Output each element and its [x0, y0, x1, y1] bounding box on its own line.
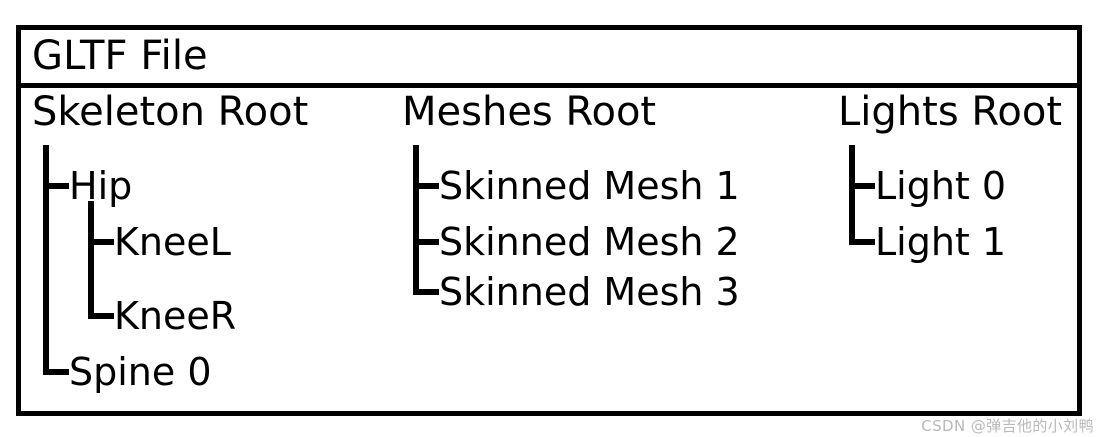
tree-column-skeleton: Skeleton Root Hip KneeL KneeR Spine 0 — [32, 88, 412, 411]
column-heading-lights: Lights Root — [838, 89, 1063, 135]
tree-tick-kneer — [88, 313, 114, 319]
tree-node-skinned-mesh-1[interactable]: Skinned Mesh 1 — [439, 164, 740, 208]
gltf-file-title-band: GLTF File — [21, 30, 1077, 88]
tree-tick-hip — [43, 183, 69, 189]
tree-node-kneer[interactable]: KneeR — [114, 294, 237, 338]
tree-column-meshes: Meshes Root Skinned Mesh 1 Skinned Mesh … — [402, 88, 832, 411]
tree-body: Skeleton Root Hip KneeL KneeR Spine 0 Me… — [21, 88, 1077, 411]
tree-node-light-1[interactable]: Light 1 — [875, 220, 1007, 264]
tree-tick-spine0 — [43, 369, 69, 375]
column-heading-skeleton: Skeleton Root — [32, 89, 309, 135]
tree-node-spine-0[interactable]: Spine 0 — [69, 350, 212, 394]
tree-tick-kneel — [88, 239, 114, 245]
tree-node-kneel[interactable]: KneeL — [114, 220, 231, 264]
tree-column-lights: Lights Root Light 0 Light 1 — [838, 88, 1078, 411]
tree-node-skinned-mesh-2[interactable]: Skinned Mesh 2 — [439, 220, 740, 264]
tree-tick-skinned-mesh-3 — [413, 289, 439, 295]
tree-tick-skinned-mesh-1 — [413, 183, 439, 189]
tree-node-light-0[interactable]: Light 0 — [875, 164, 1007, 208]
csdn-watermark: CSDN @弹吉他的小刘鸭 — [921, 417, 1094, 435]
tree-trunk-lights-root — [849, 145, 855, 245]
tree-tick-light-0 — [849, 183, 875, 189]
tree-tick-light-1 — [849, 239, 875, 245]
column-heading-meshes: Meshes Root — [402, 89, 657, 135]
tree-node-skinned-mesh-3[interactable]: Skinned Mesh 3 — [439, 270, 740, 314]
tree-node-hip[interactable]: Hip — [69, 164, 133, 208]
tree-tick-skinned-mesh-2 — [413, 239, 439, 245]
tree-trunk-hip — [88, 201, 94, 319]
tree-trunk-meshes-root — [413, 145, 419, 295]
gltf-file-box: GLTF File Skeleton Root Hip KneeL KneeR … — [16, 25, 1082, 416]
gltf-file-title: GLTF File — [32, 33, 208, 79]
tree-trunk-skeleton-root — [43, 145, 49, 375]
